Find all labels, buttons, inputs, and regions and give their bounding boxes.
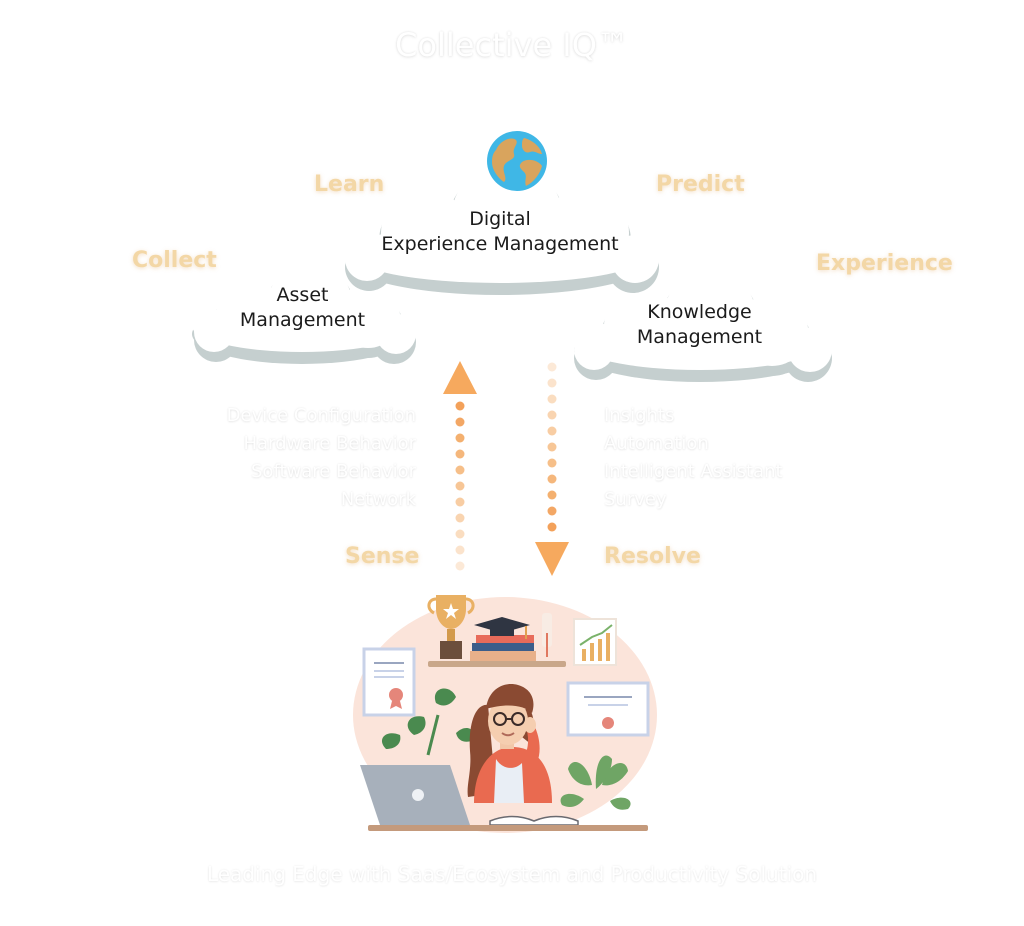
knowledge-management-line1: Knowledge (647, 301, 752, 323)
sense-item: Device Configuration (226, 405, 416, 426)
diploma-scroll-icon (542, 613, 552, 647)
person-icon (467, 684, 552, 803)
chart-frame-icon (573, 618, 617, 666)
desk (368, 825, 648, 831)
dem-line2: Experience Management (381, 233, 619, 255)
books-and-graduation-cap-icon (470, 617, 536, 661)
asset-management-cloud: Asset Management (180, 262, 425, 372)
sense-up-arrow (443, 361, 477, 571)
trophy-icon (427, 595, 475, 659)
stage-label-collect: Collect (132, 248, 217, 273)
sense-item: Hardware Behavior (243, 433, 416, 454)
plant-icon (381, 688, 474, 756)
stage-label-experience: Experience (816, 251, 953, 276)
asset-management-line2: Management (239, 309, 366, 331)
stage-label-predict: Predict (656, 172, 745, 197)
open-book-icon (489, 815, 579, 826)
knowledge-management-line2: Management (636, 326, 763, 348)
person-at-desk-illustration (353, 595, 657, 833)
footer-tagline: Leading Edge with Saas/Ecosystem and Pro… (206, 862, 818, 886)
resolve-item: Insights (604, 405, 675, 426)
globe-icon (487, 131, 547, 191)
diploma-frame-icon (566, 681, 650, 737)
digital-experience-management-cloud: Digital Experience Management (335, 165, 665, 305)
asset-management-line1: Asset (276, 284, 329, 306)
resolve-item: Automation (604, 433, 709, 454)
sense-items-list: Device Configuration Hardware Behavior S… (227, 402, 416, 514)
dem-line1: Digital (469, 208, 531, 230)
sense-item: Network (340, 489, 416, 510)
stage-label-resolve: Resolve (604, 544, 701, 569)
diagram-title: Collective IQ™ (395, 26, 629, 64)
stage-label-sense: Sense (345, 544, 420, 569)
knowledge-management-cloud: Knowledge Management (562, 270, 837, 390)
stage-label-learn: Learn (314, 172, 385, 197)
plant-icon-right (560, 755, 631, 810)
sense-item: Software Behavior (251, 461, 416, 482)
resolve-item: Intelligent Assistant (604, 461, 783, 482)
certificate-icon (362, 647, 416, 717)
resolve-item: Survey (604, 489, 667, 510)
resolve-items-list: Insights Automation Intelligent Assistan… (604, 402, 783, 514)
resolve-down-arrow (535, 362, 569, 576)
laptop-icon (360, 765, 470, 825)
